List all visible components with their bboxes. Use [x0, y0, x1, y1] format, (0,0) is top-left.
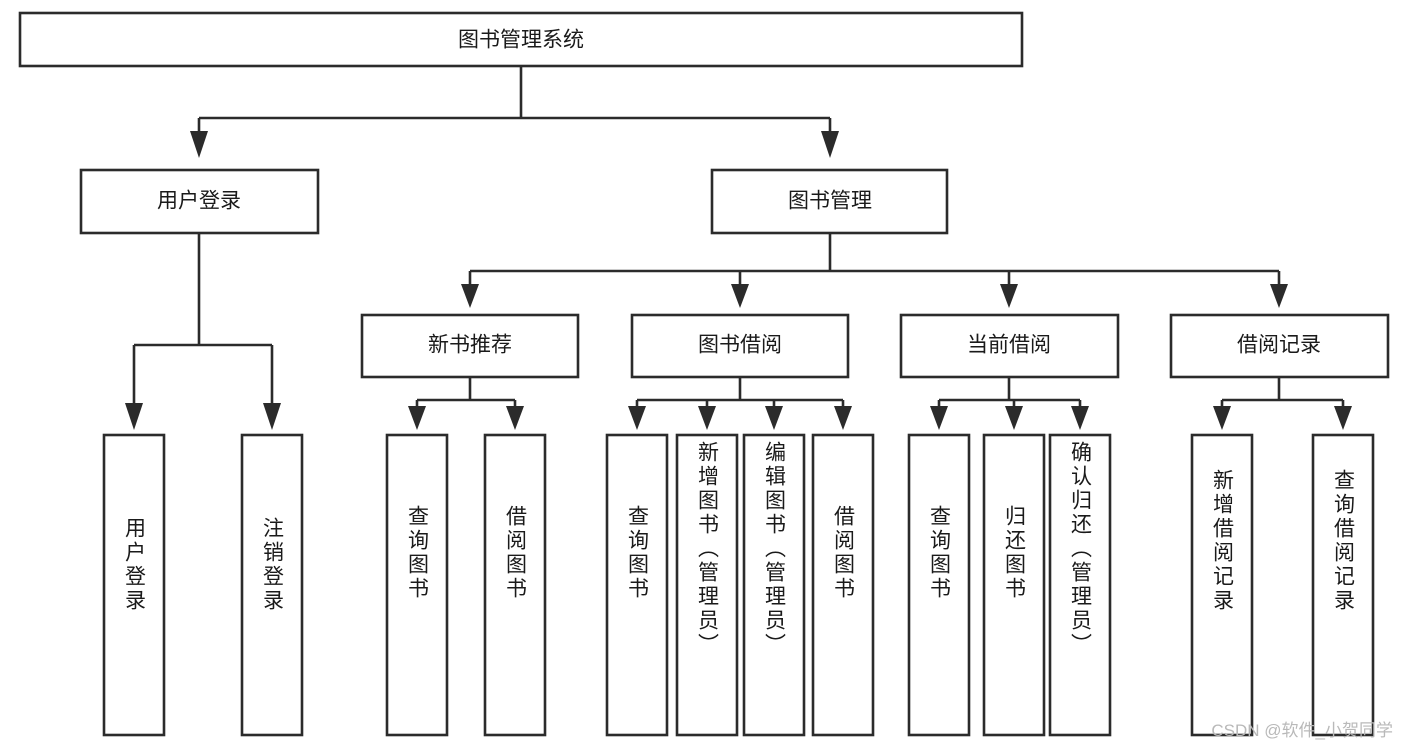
node-label-new-book-recommend: 新书推荐: [428, 334, 512, 357]
connector-group-user-login-to-leaves: [125, 233, 281, 430]
node-box-leaf-query-book-current[interactable]: [907, 433, 971, 737]
node-label-user-login: 用户登录: [157, 190, 241, 213]
node-label-book-manage: 图书管理: [788, 190, 872, 213]
node-box-current-borrow[interactable]: [899, 313, 1120, 379]
node-label-current-borrow: 当前借阅: [967, 334, 1051, 357]
arrow-head-leaf-query-book-borrow: [628, 406, 646, 430]
node-box-leaf-return-book[interactable]: [982, 433, 1046, 737]
arrow-head-leaf-edit-book: [765, 406, 783, 430]
node-box-leaf-borrow-book[interactable]: [811, 433, 875, 737]
node-label-book-borrow: 图书借阅: [698, 334, 782, 357]
arrow-head-current-borrow: [1000, 284, 1018, 308]
arrow-head-leaf-return-book: [1005, 406, 1023, 430]
node-box-leaf-user-login[interactable]: [102, 433, 166, 737]
arrow-head-user-login: [190, 131, 208, 158]
node-box-root[interactable]: [18, 11, 1024, 68]
connector-group-root-to-level1: [190, 66, 839, 158]
node-box-leaf-query-book-borrow[interactable]: [605, 433, 669, 737]
node-box-leaf-add-book[interactable]: [675, 433, 739, 737]
arrow-head-leaf-logout: [263, 403, 281, 430]
arrow-head-new-book-recommend: [461, 284, 479, 308]
node-box-book-borrow[interactable]: [630, 313, 850, 379]
arrow-head-leaf-borrow-book: [834, 406, 852, 430]
node-box-leaf-query-book-recommend[interactable]: [385, 433, 449, 737]
connector-group-borrow-record-to-leaves: [1213, 377, 1352, 430]
node-box-leaf-confirm-return[interactable]: [1048, 433, 1112, 737]
arrow-head-leaf-query-book-current: [930, 406, 948, 430]
arrow-head-leaf-confirm-return: [1071, 406, 1089, 430]
node-box-leaf-borrow-book-recommend[interactable]: [483, 433, 547, 737]
node-box-new-book-recommend[interactable]: [360, 313, 580, 379]
arrow-head-leaf-add-record: [1213, 406, 1231, 430]
node-box-leaf-add-record[interactable]: [1190, 433, 1254, 737]
arrow-head-leaf-borrow-book-recommend: [506, 406, 524, 430]
node-box-borrow-record[interactable]: [1169, 313, 1390, 379]
arrow-head-leaf-query-book-recommend: [408, 406, 426, 430]
arrow-head-borrow-record: [1270, 284, 1288, 308]
arrow-head-book-borrow: [731, 284, 749, 308]
csdn-watermark: CSDN @软件_小贺同学: [1211, 721, 1393, 740]
arrow-head-leaf-user-login: [125, 403, 143, 430]
node-box-book-manage[interactable]: [710, 168, 949, 235]
node-box-leaf-logout[interactable]: [240, 433, 304, 737]
arrow-head-leaf-query-record: [1334, 406, 1352, 430]
connector-group-book-borrow-to-leaves: [628, 377, 852, 430]
arrow-head-leaf-add-book: [698, 406, 716, 430]
node-box-user-login[interactable]: [79, 168, 320, 235]
arrow-head-book-manage: [821, 131, 839, 158]
connector-group-current-borrow-to-leaves: [930, 377, 1089, 430]
node-label-borrow-record: 借阅记录: [1237, 334, 1321, 357]
connector-group-book-manage-to-level2: [461, 233, 1288, 308]
node-box-leaf-query-record[interactable]: [1311, 433, 1375, 737]
node-box-leaf-edit-book[interactable]: [742, 433, 806, 737]
connector-group-new-book-recommend-to-leaves: [408, 377, 524, 430]
node-label-root: 图书管理系统: [458, 29, 584, 52]
